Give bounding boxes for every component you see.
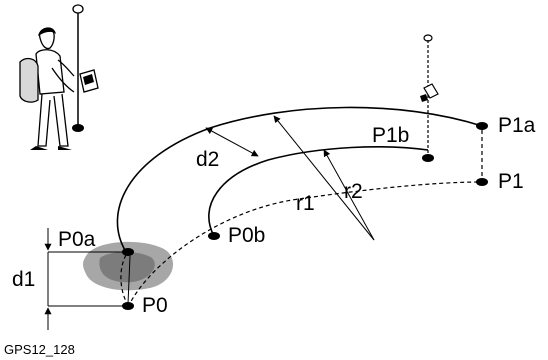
radius-arrows [273, 115, 375, 241]
surveyor-with-gps-pole-icon [19, 4, 99, 150]
label-d2: d2 [196, 148, 219, 171]
point-p1a [476, 122, 488, 130]
obstacle-shape [83, 241, 174, 291]
label-r1: r1 [296, 192, 315, 215]
d1-dimension [44, 228, 124, 330]
point-p0 [122, 302, 134, 310]
label-p1b: P1b [372, 124, 409, 147]
label-p1a: P1a [498, 114, 536, 137]
point-p0a [122, 248, 134, 256]
gps-pole-icon [420, 34, 439, 156]
label-p0a: P0a [58, 228, 96, 251]
point-p1b [422, 154, 434, 162]
figure-caption: GPS12_128 [4, 342, 75, 357]
outer-offset-line [116, 106, 483, 253]
label-p0b: P0b [228, 224, 265, 247]
p0-p0a-vertical [127, 255, 131, 305]
label-r2: r2 [344, 180, 363, 203]
label-p1: P1 [498, 170, 524, 193]
point-p0b [208, 232, 220, 240]
label-d1: d1 [12, 268, 35, 291]
d2-dimension-arrow [205, 127, 259, 157]
reference-line [127, 181, 483, 308]
point-p1 [476, 178, 488, 186]
label-p0: P0 [142, 294, 168, 317]
inner-offset-line [208, 146, 429, 237]
